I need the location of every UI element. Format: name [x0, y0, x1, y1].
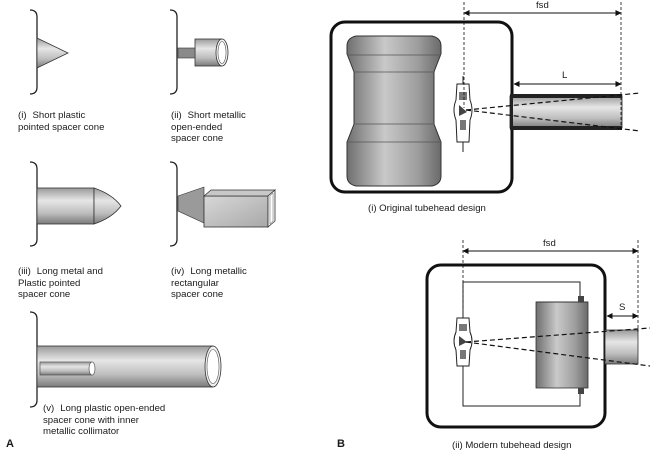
item-number: (ii): [171, 110, 182, 121]
cone-short-metallic-open: [169, 9, 229, 95]
caption-modern-tubehead: (ii) Modern tubehead design: [452, 440, 572, 451]
xray-tube-modern: [453, 310, 473, 375]
item-line1: Long metallic: [190, 266, 247, 277]
item-line2: rectangular: [171, 277, 219, 289]
item-line2: spacer cone with inner: [43, 414, 139, 426]
item-line2: open-ended: [171, 121, 223, 133]
original-tubehead: [329, 2, 641, 194]
label-long-plastic-collimator: (v) Long plastic open-ended spacer cone w…: [43, 403, 165, 438]
modern-tubehead: [425, 240, 650, 429]
fsd-label-modern: fsd: [543, 238, 556, 249]
item-number: (v): [43, 403, 55, 414]
cone-long-metal-plastic-pointed: [29, 161, 122, 247]
label-short-metallic-open: (ii) Short metallic open-ended spacer con…: [171, 110, 246, 145]
cone-short-plastic-pointed: [29, 9, 69, 95]
fsd-label-original: fsd: [536, 0, 549, 11]
item-line3: spacer cone: [171, 289, 224, 300]
item-number: (iii): [18, 266, 31, 277]
item-line2: Plastic pointed: [18, 277, 81, 289]
item-line1: Short metallic: [187, 110, 246, 121]
cone-long-metallic-rectangular: [169, 161, 277, 247]
item-line3: metallic collimator: [43, 426, 120, 437]
item-number: (i): [18, 110, 27, 121]
label-short-plastic-pointed: (i) Short plastic pointed spacer cone: [18, 110, 104, 133]
item-number: (iv): [171, 266, 185, 277]
item-line3: spacer cone: [18, 289, 71, 300]
label-long-metal-plastic-pointed: (iii) Long metal and Plastic pointed spac…: [18, 266, 103, 301]
length-label-l: L: [562, 70, 568, 81]
cone-long-plastic-open-collimator: [29, 311, 222, 408]
item-line1: Long plastic open-ended: [60, 403, 166, 414]
caption-original-tubehead: (i) Original tubehead design: [368, 203, 486, 214]
xray-tube-original: [453, 76, 473, 152]
item-line1: Long metal and: [36, 266, 103, 277]
item-line1: Short plastic: [32, 110, 86, 121]
panel-letter-a: A: [6, 438, 14, 450]
panel-letter-b: B: [337, 438, 345, 450]
label-long-metallic-rectangular: (iv) Long metallic rectangular spacer con…: [171, 266, 247, 301]
item-line3: spacer cone: [171, 133, 224, 144]
item-line2: pointed spacer cone: [18, 121, 105, 133]
length-label-s: S: [619, 302, 626, 313]
